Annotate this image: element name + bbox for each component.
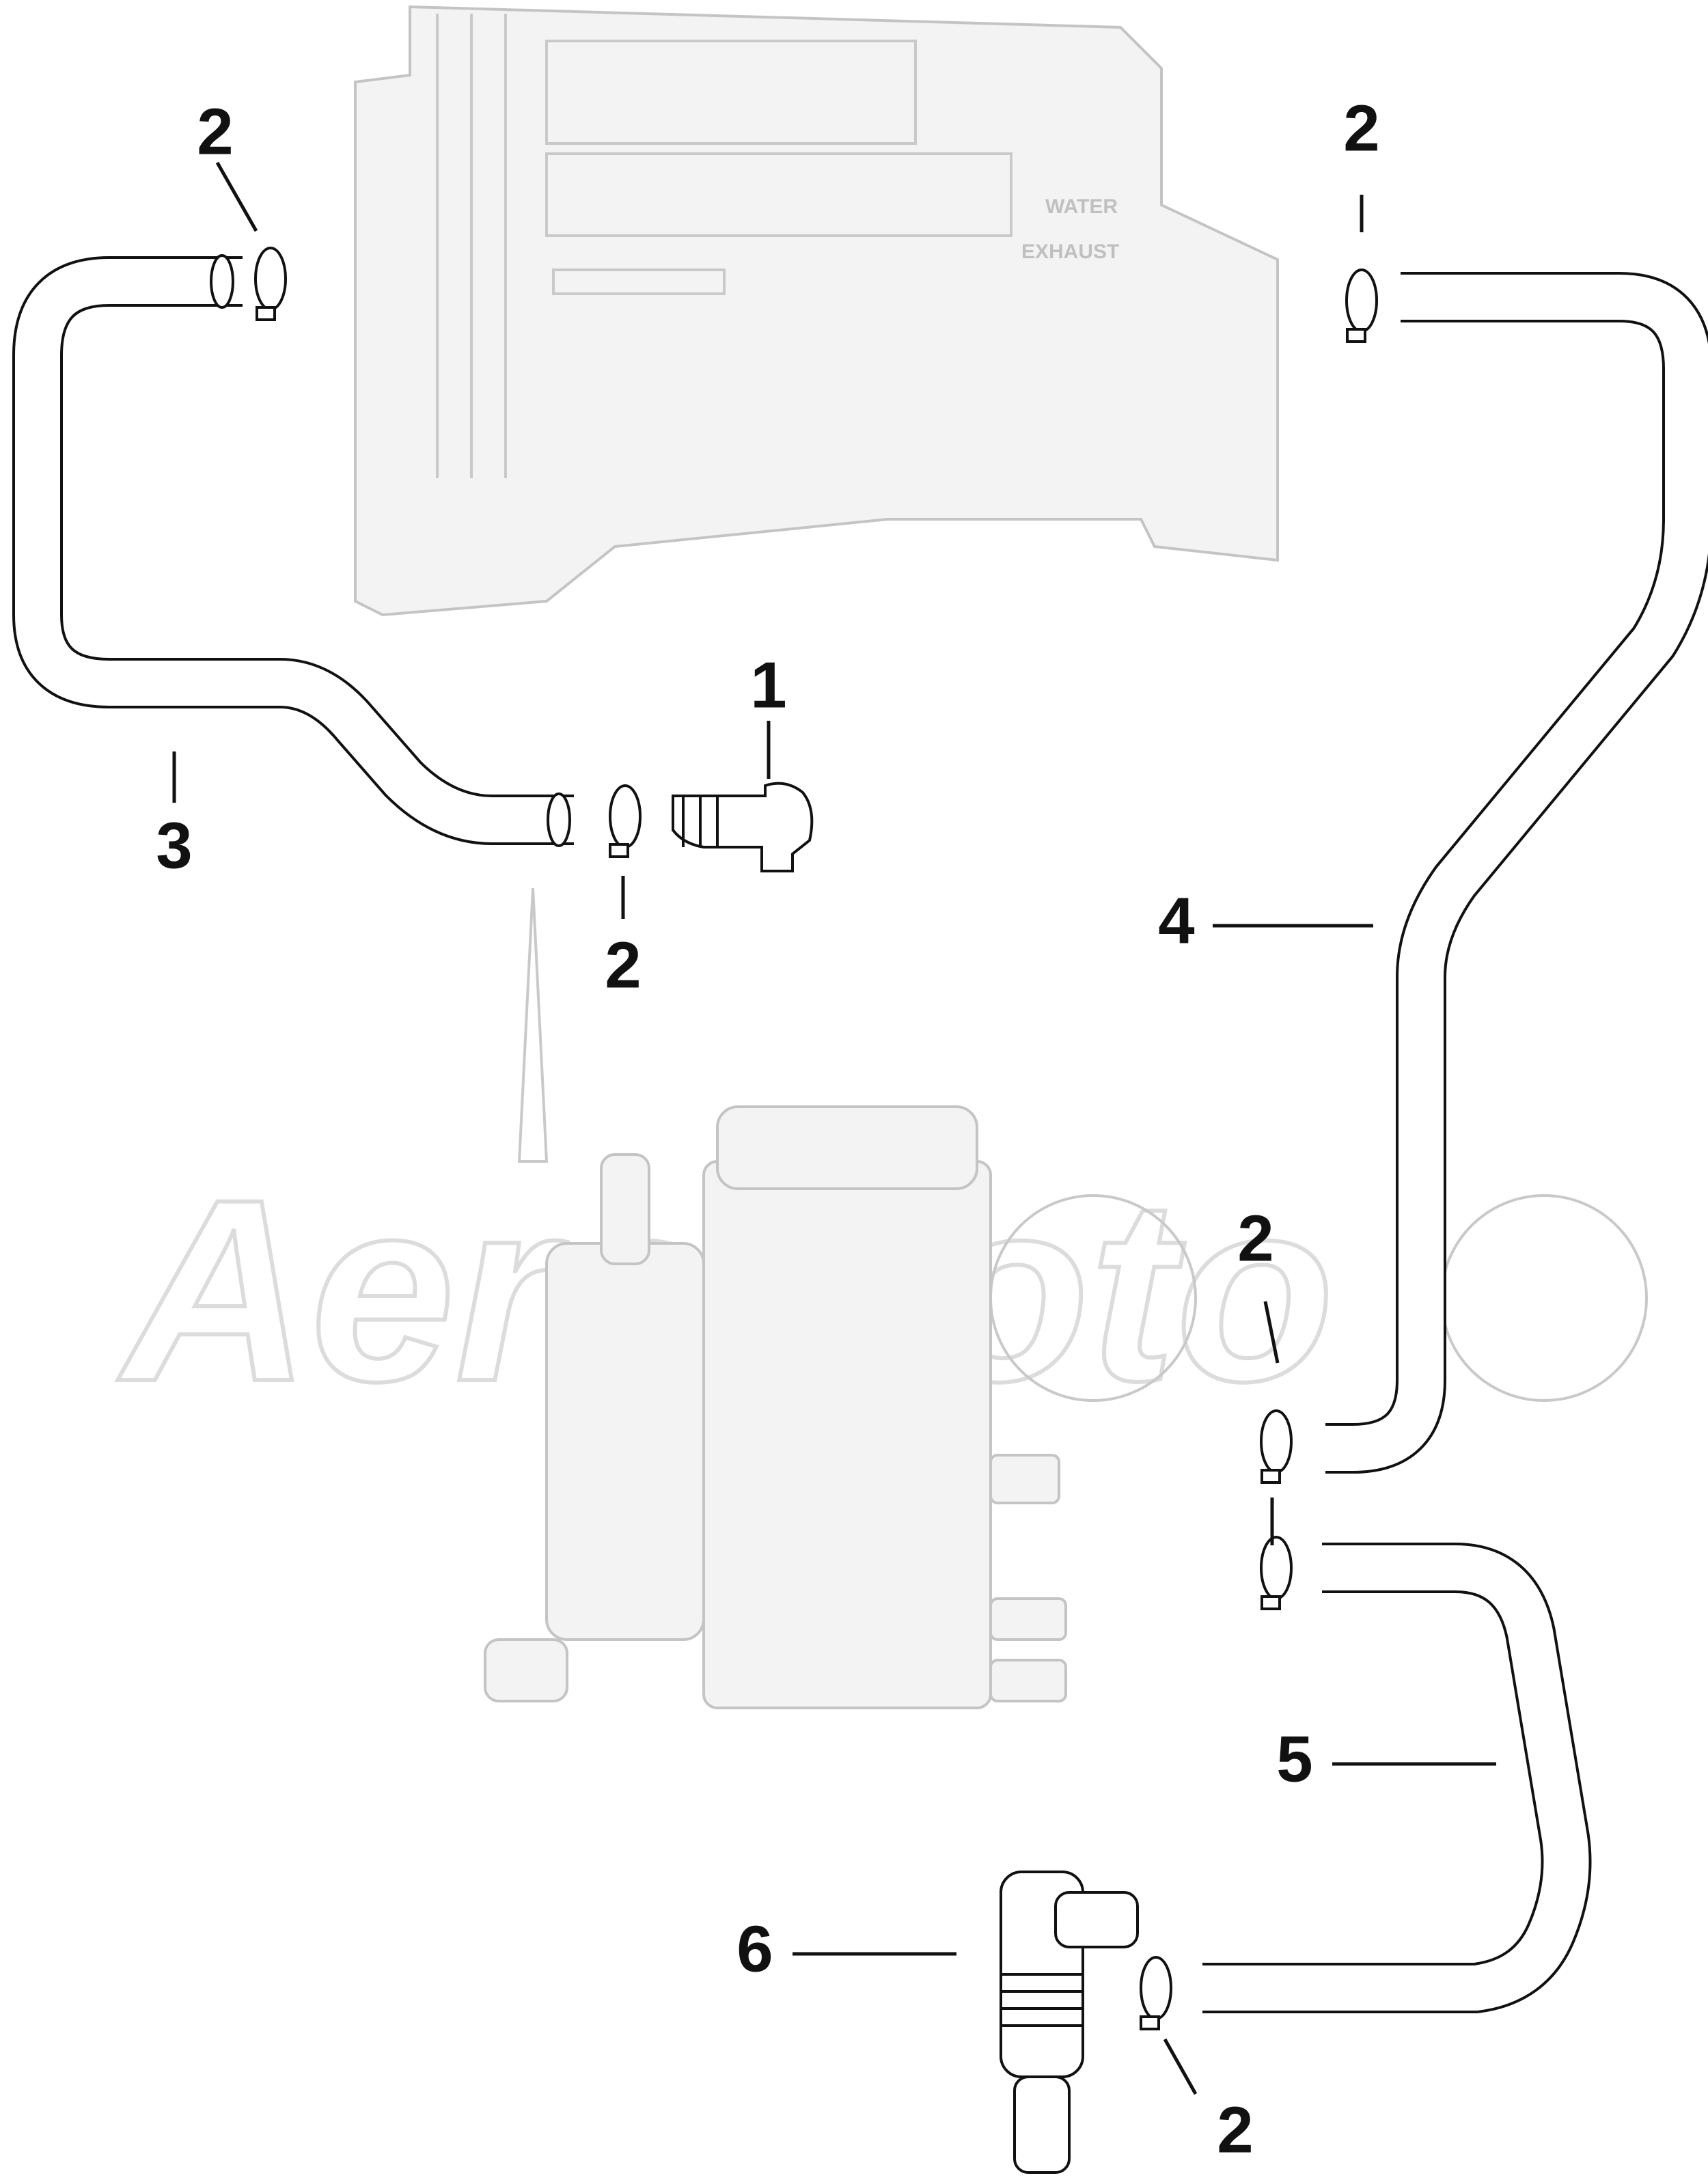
callout-4: 4 — [1158, 884, 1194, 957]
clamp-hose5-start — [1260, 1536, 1293, 1600]
module-exhaust-label: EXHAUST — [1021, 240, 1119, 263]
hose-4 — [1325, 272, 1708, 1474]
hose-clamps — [254, 247, 1378, 2030]
callout-2-bottom: 2 — [1217, 2093, 1253, 2166]
callout-2-top-right: 2 — [1343, 92, 1379, 165]
leader-lines — [172, 161, 1496, 2095]
clamp-top-left — [254, 247, 287, 311]
hose-5 — [1202, 1543, 1592, 2013]
clamp-top-right — [1345, 268, 1378, 333]
pump-assembly-ghost — [484, 1105, 1067, 1709]
callout-2-lower-right: 2 — [1237, 1202, 1273, 1275]
elbow-fitting-1 — [672, 782, 814, 872]
callout-3: 3 — [156, 809, 192, 882]
callout-2-middle: 2 — [605, 928, 641, 1002]
tee-connector-6 — [1000, 1871, 1139, 2174]
clamp-hose5-end — [1140, 1956, 1172, 2020]
callout-labels: 2 2 1 2 3 4 2 5 6 2 — [156, 92, 1379, 2166]
callout-6: 6 — [736, 1912, 773, 1985]
callout-5: 5 — [1276, 1722, 1312, 1795]
module-water-label: WATER — [1045, 195, 1118, 218]
clamp-near-fitting — [609, 784, 642, 848]
hose-3 — [12, 254, 574, 847]
callout-1: 1 — [750, 648, 786, 721]
callout-2-top-left: 2 — [197, 95, 233, 168]
cooling-module-ghost: WATER EXHAUST — [354, 5, 1279, 617]
